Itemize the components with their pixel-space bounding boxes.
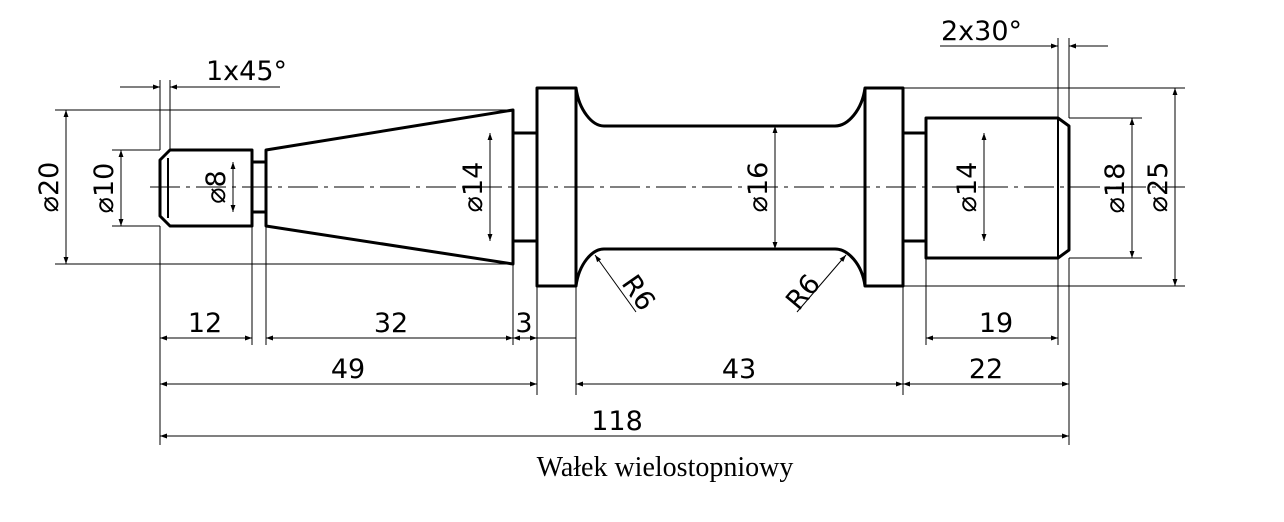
neck-left xyxy=(513,131,537,243)
dim-l32: 32 xyxy=(374,308,408,339)
dim-d20: ⌀20 xyxy=(34,162,65,213)
thread-section xyxy=(158,148,254,228)
dim-d25: ⌀25 xyxy=(1143,162,1174,213)
neck-right xyxy=(903,131,926,243)
dim-l49: 49 xyxy=(331,354,365,385)
dim-d14-right: ⌀14 xyxy=(952,162,983,213)
dim-l3: 3 xyxy=(515,308,532,339)
dim-r6-right: R6 xyxy=(780,269,827,316)
dim-l19: 19 xyxy=(979,308,1013,339)
dim-d8: ⌀8 xyxy=(201,170,232,203)
dim-d18: ⌀18 xyxy=(1100,163,1131,214)
dim-d10: ⌀10 xyxy=(89,163,120,214)
dim-chamfer-right: 2x30° xyxy=(941,16,1022,47)
dimension-lines xyxy=(63,43,1178,439)
journal-right xyxy=(924,116,1071,260)
dim-l22: 22 xyxy=(969,354,1003,385)
dim-l118: 118 xyxy=(591,406,643,437)
center-section xyxy=(574,87,867,287)
dim-chamfer-left: 1x45° xyxy=(206,56,287,87)
dim-d14-left: ⌀14 xyxy=(458,162,489,213)
dim-r6-left: R6 xyxy=(615,270,661,317)
drawing-caption: Wałek wielostopniowy xyxy=(536,452,794,483)
dim-l43: 43 xyxy=(722,354,756,385)
collar-left xyxy=(535,86,578,288)
dim-d16: ⌀16 xyxy=(743,162,774,213)
dim-l12: 12 xyxy=(188,308,222,339)
collar-right xyxy=(863,86,905,288)
